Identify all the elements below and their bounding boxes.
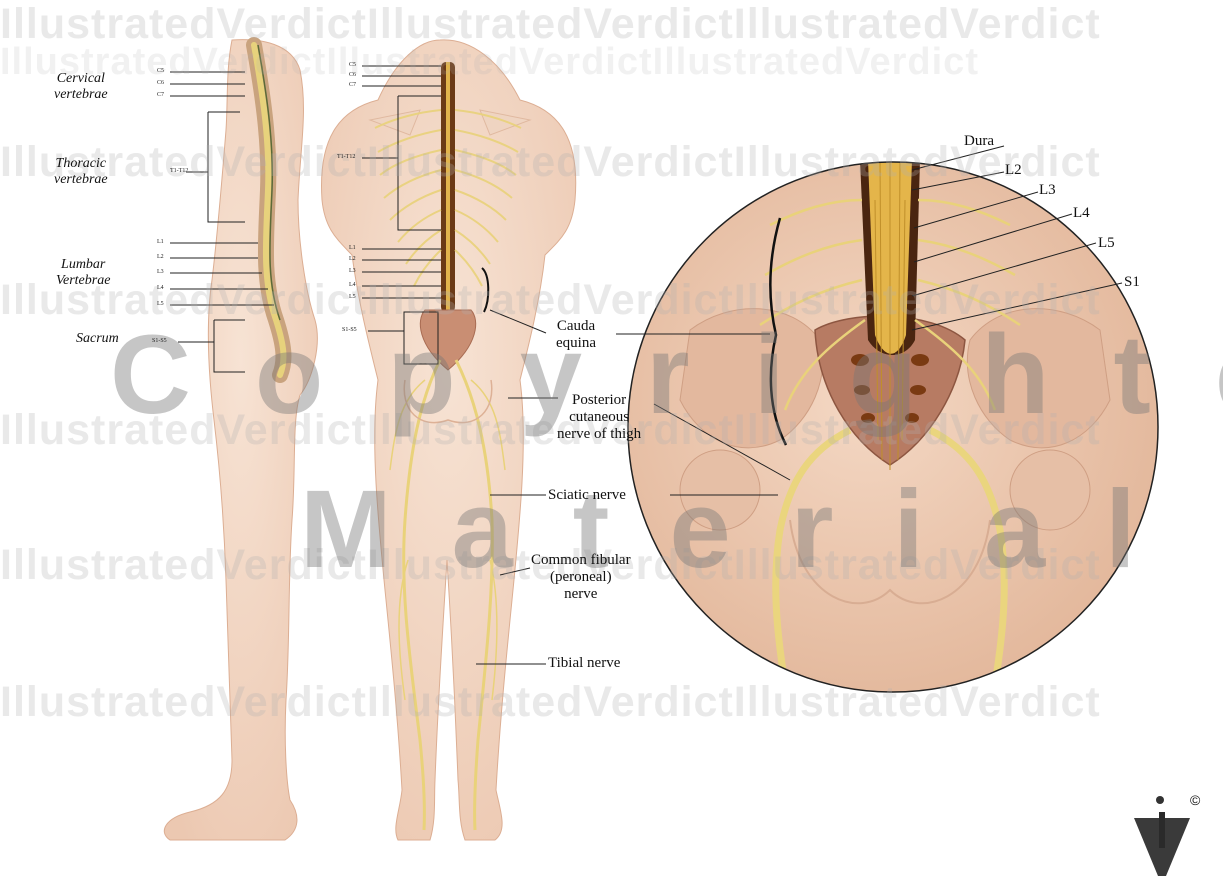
label-l3: L3: [1039, 182, 1056, 199]
side-level-t1-t12: T1-T12: [170, 168, 188, 175]
back-level-l4: L4: [349, 282, 356, 289]
label-sciatic-nerve: Sciatic nerve: [548, 487, 626, 504]
side-level-l2: L2: [157, 254, 164, 261]
side-level-l3: L3: [157, 269, 164, 276]
label-l5: L5: [1098, 235, 1115, 252]
back-level-c7: C7: [349, 82, 356, 89]
back-level-c5: C5: [349, 62, 356, 69]
lumbar-detail-circle: [628, 160, 1158, 692]
side-level-l4: L4: [157, 285, 164, 292]
side-level-c5: C5: [157, 68, 164, 75]
illustrated-verdict-logo: [1134, 796, 1190, 876]
back-level-l1: L1: [349, 245, 356, 252]
label-cauda-equina: Cauda equina: [556, 318, 596, 352]
label-posterior-cutaneous-nerve: Posterior cutaneous nerve of thigh: [557, 392, 641, 443]
back-level-l5: L5: [349, 294, 356, 301]
back-level-l3: L3: [349, 268, 356, 275]
side-level-s1-s5: S1-S5: [152, 338, 167, 345]
back-level-l2: L2: [349, 256, 356, 263]
side-level-c7: C7: [157, 92, 164, 99]
label-lumbar-vertebrae: Lumbar Vertebrae: [56, 257, 110, 289]
label-l2: L2: [1005, 162, 1022, 179]
back-level-t1-t12: T1-T12: [337, 154, 355, 161]
label-thoracic-vertebrae: Thoracic vertebrae: [54, 156, 108, 188]
side-view-figure: [164, 40, 317, 840]
label-tibial-nerve: Tibial nerve: [548, 655, 620, 672]
label-dura: Dura: [964, 133, 994, 150]
back-level-c6: C6: [349, 72, 356, 79]
side-level-c6: C6: [157, 80, 164, 87]
copyright-symbol: ©: [1190, 792, 1200, 808]
label-l4: L4: [1073, 205, 1090, 222]
label-sacrum: Sacrum: [76, 331, 119, 347]
label-cervical-vertebrae: Cervical vertebrae: [54, 71, 108, 103]
label-common-fibular-nerve: Common fibular (peroneal) nerve: [531, 552, 631, 603]
side-level-l5: L5: [157, 301, 164, 308]
back-level-s1-s5: S1-S5: [342, 327, 357, 334]
label-s1: S1: [1124, 274, 1140, 291]
back-view-figure: [321, 40, 575, 840]
side-level-l1: L1: [157, 239, 164, 246]
